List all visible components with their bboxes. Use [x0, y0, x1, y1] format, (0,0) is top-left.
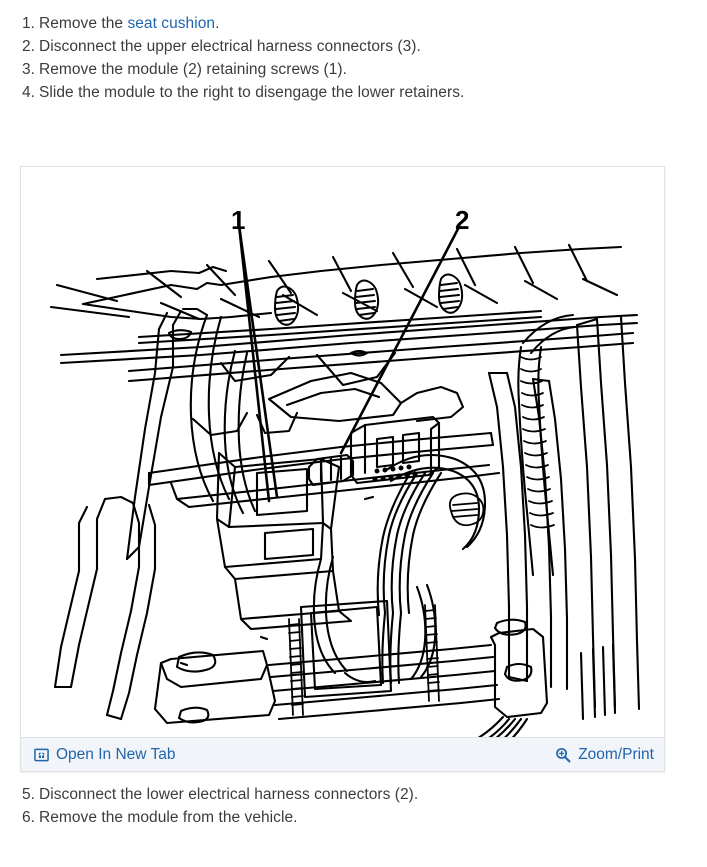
callout-label-2: 2 — [455, 205, 470, 235]
open-in-new-tab-label: Open In New Tab — [56, 745, 176, 763]
technical-line-drawing — [21, 167, 664, 737]
zoom-print-label: Zoom/Print — [578, 745, 654, 763]
leader-line-1b — [237, 223, 279, 499]
step-text: Remove the module (2) retaining screws (… — [39, 61, 347, 78]
step-text: Remove the — [39, 15, 128, 32]
figure-illustration[interactable]: 1 2 — [21, 167, 664, 737]
step-number: 6. — [22, 809, 36, 826]
seat-cushion-link[interactable]: seat cushion — [127, 15, 216, 32]
step-item: 4.Slide the module to the right to disen… — [22, 81, 682, 104]
step-item: 3.Remove the module (2) retaining screws… — [22, 58, 682, 81]
step-text: Disconnect the lower electrical harness … — [39, 786, 419, 803]
step-text: Slide the module to the right to disenga… — [39, 84, 465, 101]
leader-line-1a — [237, 223, 271, 503]
step-item: 2.Disconnect the upper electrical harnes… — [22, 35, 682, 58]
step-text-tail: . — [215, 15, 220, 32]
step-item: 5.Disconnect the lower electrical harnes… — [22, 783, 682, 806]
open-in-new-tab-button[interactable]: Open In New Tab — [33, 747, 175, 763]
step-text: Remove the module from the vehicle. — [39, 809, 298, 826]
open-in-new-tab-icon — [33, 747, 49, 763]
steps-list-bottom: 5.Disconnect the lower electrical harnes… — [22, 783, 682, 829]
step-number: 2. — [22, 38, 36, 55]
magnifier-plus-icon — [555, 747, 571, 763]
figure-toolbar: Open In New Tab Zoom/Print — [21, 737, 664, 771]
step-number: 5. — [22, 786, 36, 803]
step-item: 6.Remove the module from the vehicle. — [22, 806, 682, 829]
step-number: 1. — [22, 15, 36, 32]
leader-line-2 — [339, 225, 461, 455]
step-text: Disconnect the upper electrical harness … — [39, 38, 421, 55]
step-number: 3. — [22, 61, 36, 78]
zoom-print-button[interactable]: Zoom/Print — [555, 747, 654, 763]
step-number: 4. — [22, 84, 36, 101]
callout-label-1: 1 — [231, 205, 246, 235]
figure-card: 1 2 Open In New Tab Zoom/Pr — [20, 166, 665, 772]
step-item: 1.Remove the seat cushion. — [22, 12, 682, 35]
leader-lines — [237, 223, 461, 503]
steps-list-top: 1.Remove the seat cushion. 2.Disconnect … — [22, 12, 682, 104]
